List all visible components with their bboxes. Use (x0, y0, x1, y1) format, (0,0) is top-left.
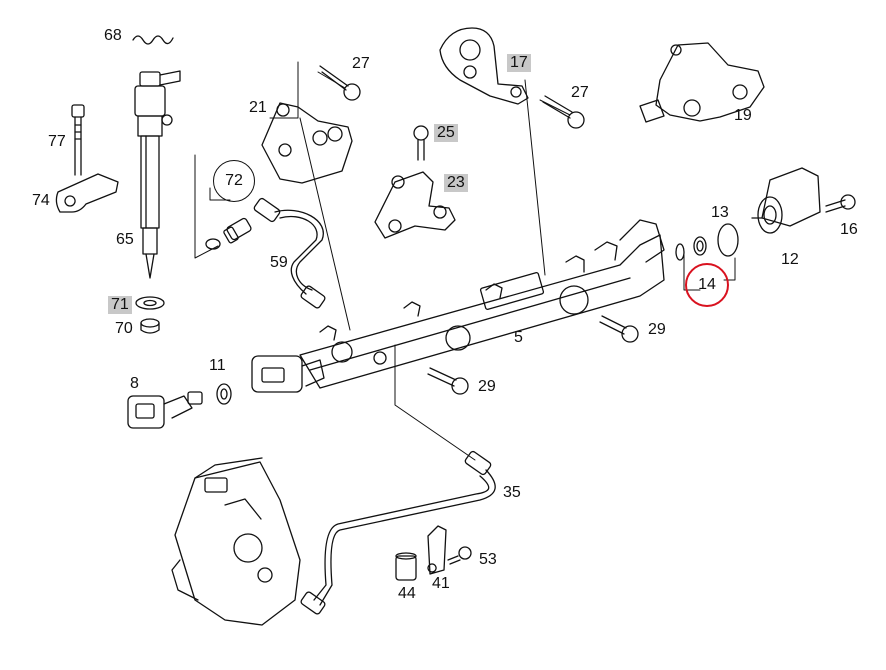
callout-70: 70 (115, 320, 133, 337)
part-27-bolt-b (543, 96, 584, 128)
callout-74: 74 (32, 192, 50, 209)
leader-lines (195, 62, 735, 460)
callout-27a: 27 (352, 55, 370, 72)
callout-77: 77 (48, 133, 66, 150)
part-21-bracket (262, 103, 352, 183)
part-14-o-ring (676, 244, 684, 260)
part-35-pipe (300, 450, 495, 615)
callout-25: 25 (434, 124, 458, 142)
callout-65: 65 (116, 231, 134, 248)
part-71-washer (136, 297, 164, 309)
callout-8: 8 (130, 375, 139, 392)
callout-5: 5 (514, 329, 523, 346)
part-44-grommet (396, 553, 416, 580)
rail-sensor (252, 356, 324, 392)
callout-44: 44 (398, 585, 416, 602)
part-41-bracket (428, 526, 446, 574)
callout-11: 11 (209, 357, 226, 374)
part-29-bolt-a (600, 316, 638, 342)
callout-23: 23 (444, 174, 468, 192)
part-23-bracket (375, 172, 455, 238)
callout-68: 68 (104, 27, 122, 44)
part-8-sensor (128, 392, 202, 428)
callout-16: 16 (840, 221, 858, 238)
part-70-seal (141, 319, 159, 333)
part-65-injector (135, 71, 180, 278)
callout-12: 12 (781, 251, 799, 268)
part-29-bolt-b (428, 368, 468, 394)
part-19-bracket (656, 43, 764, 121)
part-72-fitting (223, 217, 252, 243)
callout-59: 59 (270, 254, 288, 271)
callout-35: 35 (503, 484, 521, 501)
callout-72: 72 (213, 160, 255, 202)
part-68-clip (133, 36, 173, 44)
part-17-bracket (440, 28, 528, 104)
part-25-bolt (414, 126, 428, 160)
callout-21: 21 (249, 99, 267, 116)
part-5-fuel-rail (300, 220, 664, 388)
callout-17: 17 (507, 54, 531, 72)
callout-41: 41 (432, 575, 450, 592)
part-74-clamp (56, 174, 118, 212)
callout-29a: 29 (648, 321, 666, 338)
callout-29b: 29 (478, 378, 496, 395)
callout-53: 53 (479, 551, 497, 568)
callout-19: 19 (734, 107, 752, 124)
part-13-seal-ring (718, 224, 738, 256)
callout-13: 13 (711, 204, 729, 221)
part-53-bolt (448, 547, 471, 564)
part-77-bolt (72, 105, 84, 175)
callout-14: 14 (685, 263, 729, 307)
high-pressure-pump (172, 458, 300, 625)
part-12-regulator (752, 168, 820, 233)
part-11-seal (217, 384, 231, 404)
part-59-pipe (253, 197, 326, 309)
part-16-bolt (826, 195, 855, 212)
part-27-bolt-a (320, 66, 360, 100)
callout-27b: 27 (571, 84, 589, 101)
callout-71: 71 (108, 296, 132, 314)
